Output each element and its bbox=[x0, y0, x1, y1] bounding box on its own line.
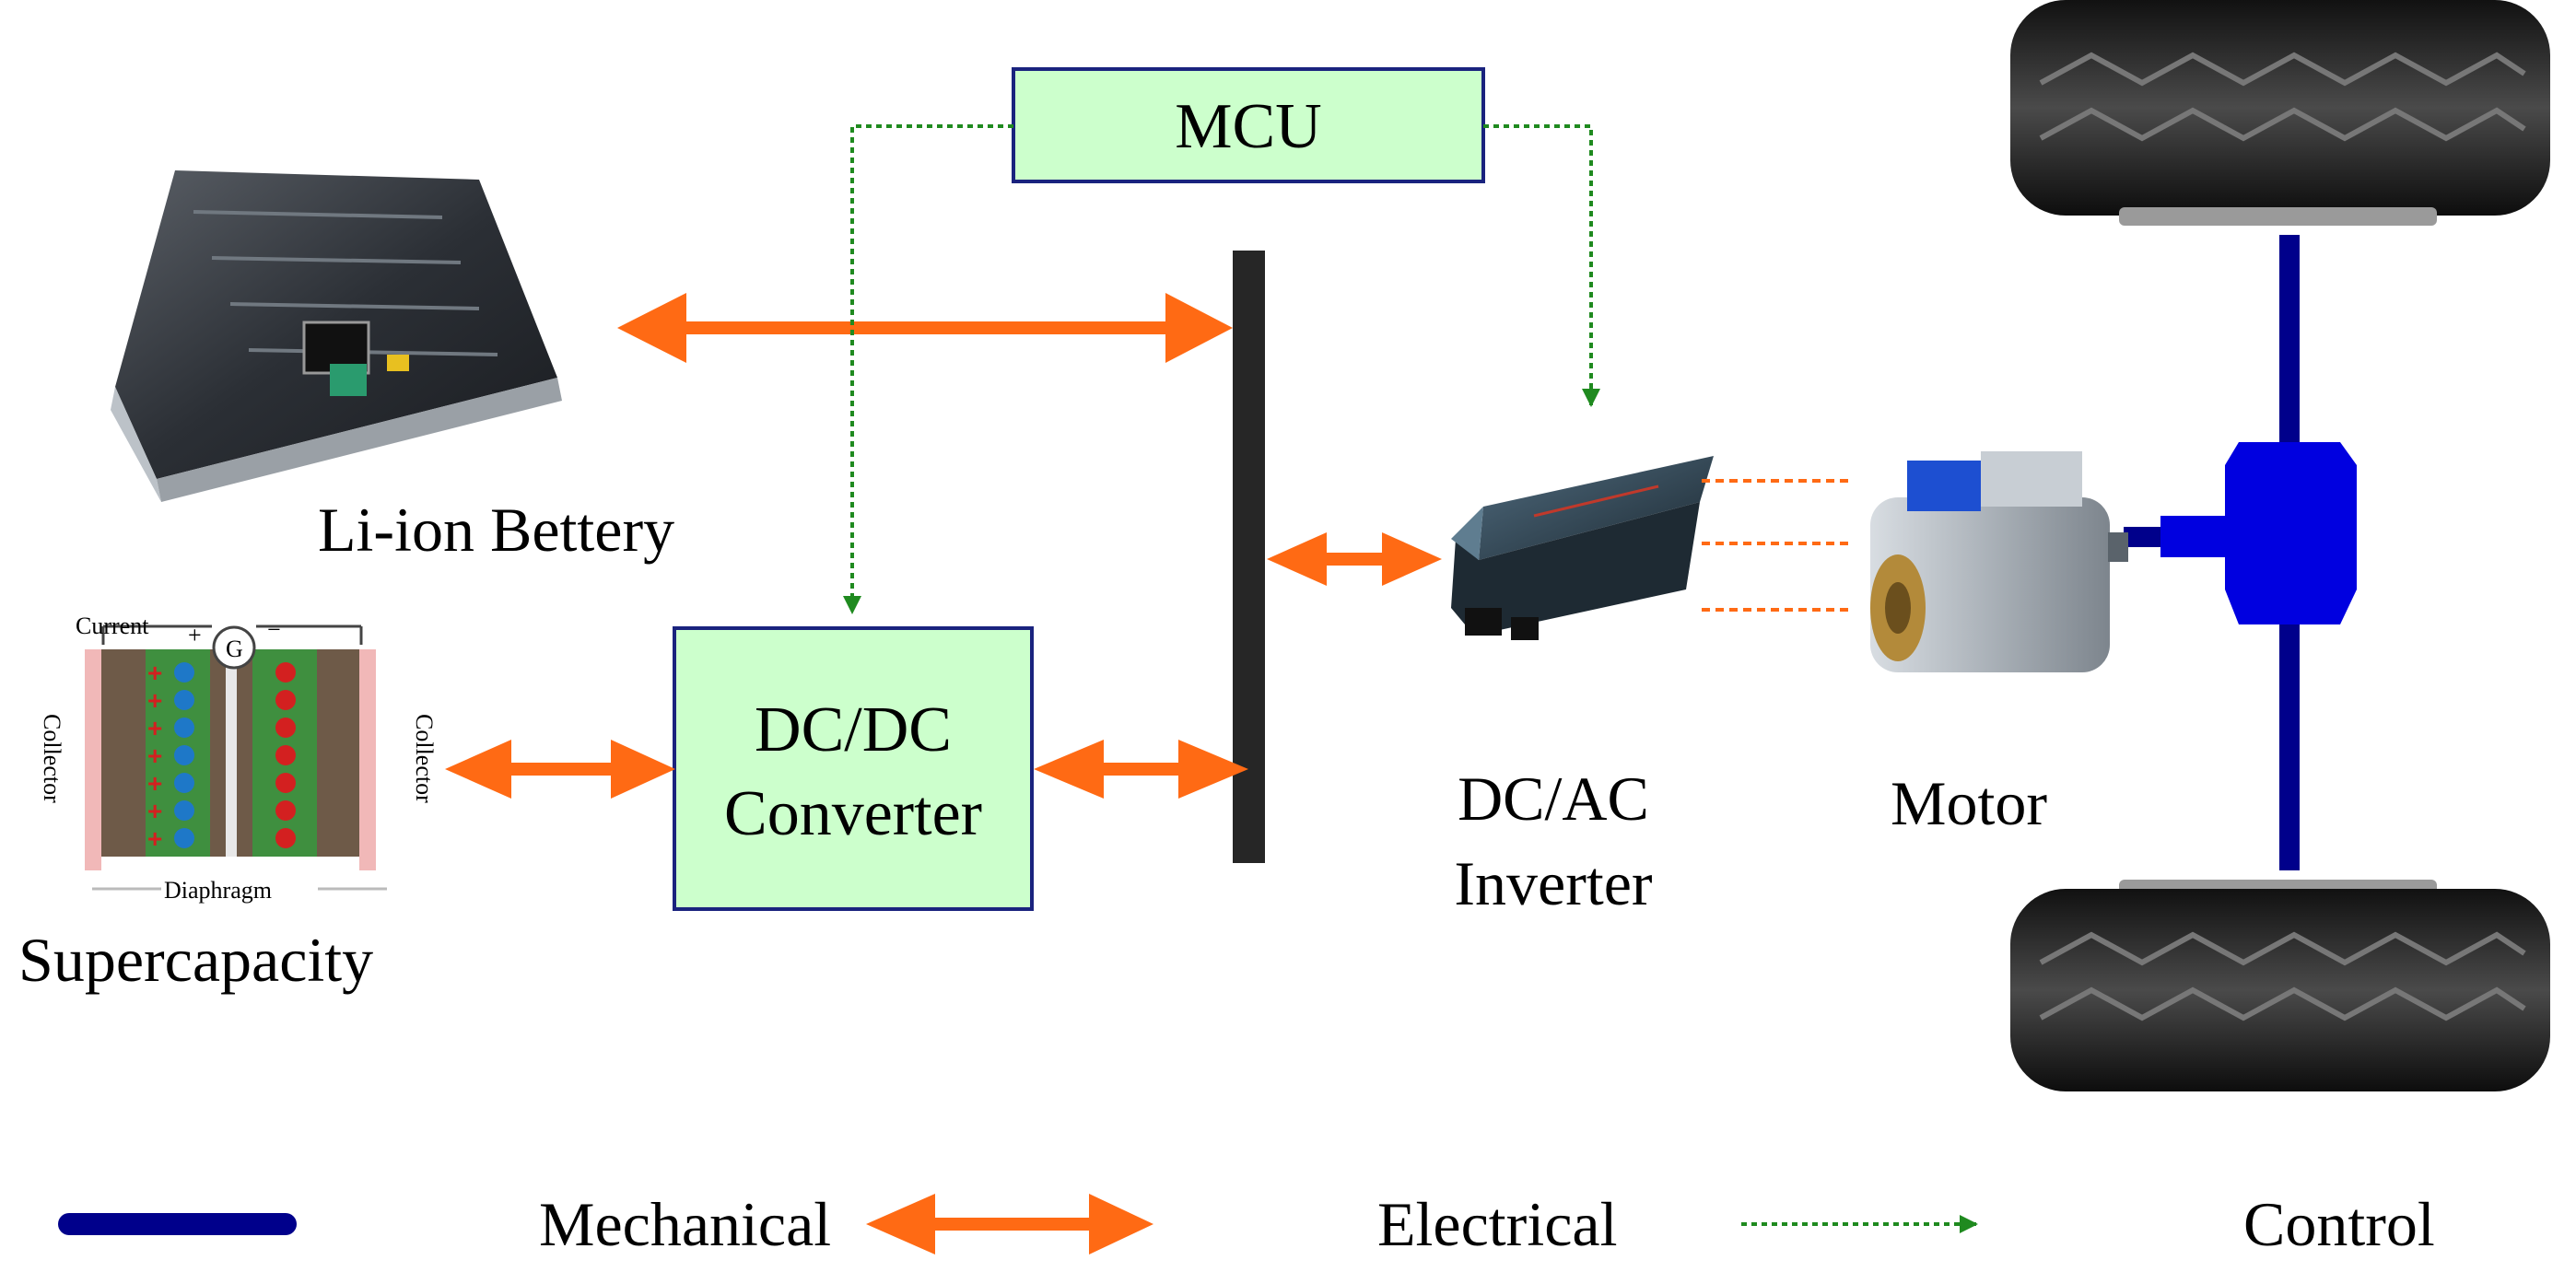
legend-electrical-swatch bbox=[866, 1194, 1153, 1254]
dc-bus-bar bbox=[1233, 251, 1265, 863]
mcu-block: MCU bbox=[1012, 67, 1485, 183]
svg-text:+: + bbox=[147, 686, 162, 715]
dcdc-label-line2: Converter bbox=[724, 778, 982, 849]
supercap-diaphragm-label: Diaphragm bbox=[164, 877, 272, 904]
legend-control-label: Control bbox=[2243, 1189, 2435, 1259]
svg-text:+: + bbox=[147, 741, 162, 770]
svg-text:+: + bbox=[147, 659, 162, 687]
supercap-collector-right: Collector bbox=[411, 714, 438, 803]
three-phase-lines bbox=[1702, 479, 1852, 612]
svg-text:+: + bbox=[147, 824, 162, 853]
dcdc-label-line1: DC/DC bbox=[755, 694, 952, 765]
battery-image bbox=[111, 170, 562, 502]
inverter-label-line2: Inverter bbox=[1454, 848, 1653, 918]
supercap-current-label: Current bbox=[76, 613, 149, 639]
mcu-label: MCU bbox=[1175, 91, 1321, 162]
motor-image bbox=[1870, 451, 2128, 672]
svg-text:+: + bbox=[147, 797, 162, 825]
supercap-plus-sign: + bbox=[188, 622, 202, 648]
supercap-minus-sign: − bbox=[267, 616, 281, 643]
drive-axle bbox=[2124, 235, 2357, 870]
legend-mechanical-label: Mechanical bbox=[539, 1189, 831, 1259]
battery-label: Li-ion Bettery bbox=[318, 495, 674, 565]
supercap-collector-left: Collector bbox=[39, 714, 65, 803]
supercap-image: +++ ++++ Current G + − Collector Collect… bbox=[39, 613, 438, 904]
legend: Mechanical Electrical Control bbox=[58, 1189, 2435, 1259]
legend-electrical-label: Electrical bbox=[1377, 1189, 1617, 1259]
svg-text:+: + bbox=[147, 714, 162, 742]
inverter-label-line1: DC/AC bbox=[1458, 764, 1649, 834]
electrical-arrows bbox=[445, 293, 1442, 799]
tire-top bbox=[2010, 0, 2550, 226]
dcdc-converter-block: DC/DC Converter bbox=[673, 626, 1034, 911]
inverter-image bbox=[1451, 456, 1714, 640]
motor-label: Motor bbox=[1891, 768, 2047, 838]
tire-bottom bbox=[2010, 880, 2550, 1091]
svg-text:+: + bbox=[147, 769, 162, 798]
supercap-gauge-label: G bbox=[226, 636, 243, 662]
control-arrows bbox=[843, 124, 1600, 614]
supercap-label: Supercapacity bbox=[18, 925, 373, 995]
